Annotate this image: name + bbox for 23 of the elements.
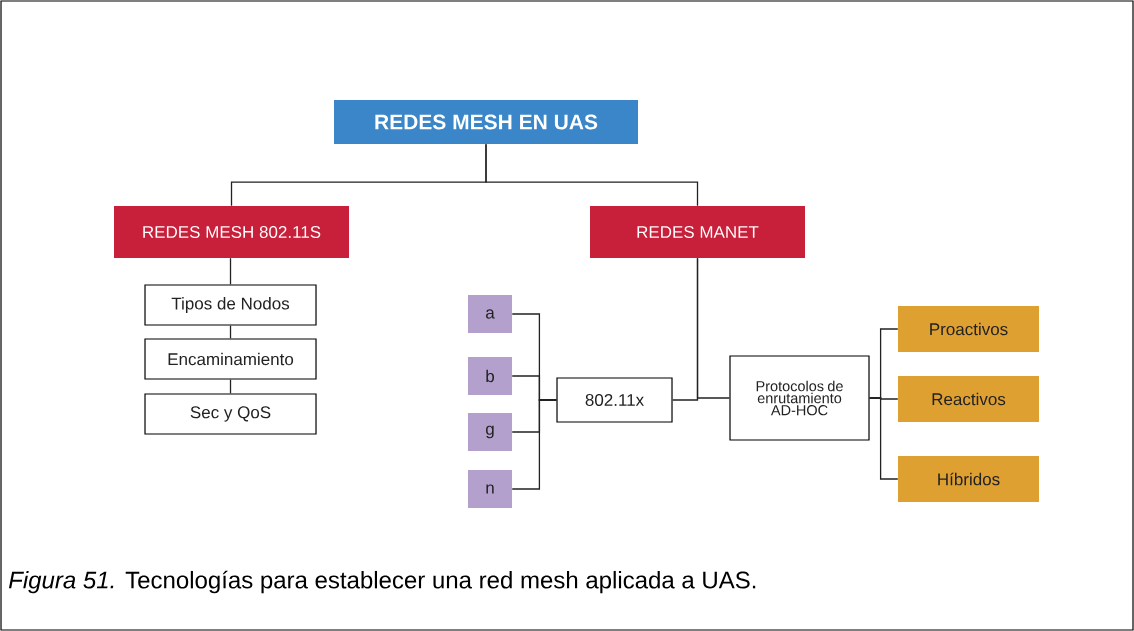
item-box: Encaminamiento (144, 338, 317, 380)
connector-line (696, 257, 731, 399)
connector-line (868, 397, 899, 480)
connector-line (511, 399, 558, 490)
type-box: Reactivos (898, 376, 1039, 422)
letter-box: n (468, 470, 512, 508)
figure-caption: Figura 51. Tecnologías para establecer una red mesh aplicada a UAS. (8, 570, 756, 594)
type-box: Híbridos (898, 456, 1039, 502)
category-box: REDES MANET (590, 206, 805, 258)
item-box: 802.11x (556, 377, 673, 423)
letter-box: a (468, 295, 512, 333)
connector-line (229, 378, 232, 395)
category-box: REDES MESH 802.11S (114, 206, 349, 258)
item-box: Sec y QoS (144, 393, 317, 435)
item-box: Tipos de Nodos (144, 284, 317, 326)
protocol-box: Protocolos de enrutamiento AD-HOC (729, 355, 870, 441)
title-box: REDES MESH EN UAS (334, 100, 638, 144)
connector-line (229, 324, 232, 340)
type-box: Proactivos (898, 306, 1039, 352)
letter-box: b (468, 357, 512, 395)
connector-line (485, 143, 699, 207)
letter-box: g (468, 413, 512, 451)
connector-line (229, 257, 232, 286)
